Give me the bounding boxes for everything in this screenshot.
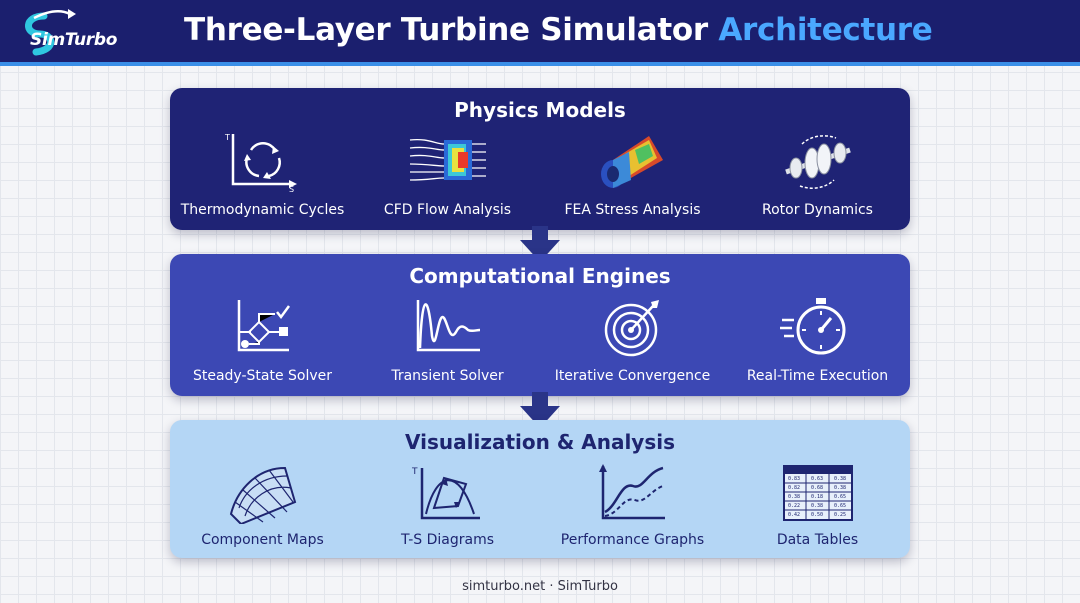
item-label: Transient Solver <box>391 368 504 384</box>
ts-diagram-icon: T <box>411 467 480 520</box>
item-transient-solver: Transient Solver <box>355 294 540 389</box>
table-cell: 0.42 <box>788 512 800 518</box>
target-icon <box>604 300 659 357</box>
item-label: Component Maps <box>201 532 324 548</box>
item-real-time-execution: Real-Time Execution <box>725 294 910 389</box>
table-cell: 0.83 <box>788 476 800 482</box>
cfd-flow-icon <box>409 138 486 181</box>
table-cell: 0.63 <box>811 476 823 482</box>
table-cell: 0.65 <box>834 503 846 509</box>
footer-credit: simturbo.net · SimTurbo <box>462 579 618 594</box>
t-axis-label: T <box>224 133 230 142</box>
item-label: T-S Diagrams <box>400 532 495 548</box>
item-label: FEA Stress Analysis <box>564 202 701 218</box>
table-cell: 0.38 <box>834 485 846 491</box>
layer-title: Physics Models <box>454 98 626 122</box>
layer-computational-engines: Computational Engines Steady-State Solve… <box>170 254 910 396</box>
item-label: Real-Time Execution <box>746 368 889 384</box>
stopwatch-icon <box>779 298 845 355</box>
down-arrow-icon <box>520 392 560 428</box>
item-thermodynamic-cycles: T S Thermodynamic Cycles <box>170 128 355 223</box>
table-cell: 0.68 <box>811 485 823 491</box>
rotor-icon <box>784 135 851 189</box>
item-label: CFD Flow Analysis <box>383 202 512 218</box>
line-graph-icon <box>598 464 665 520</box>
item-label: Steady-State Solver <box>192 368 333 384</box>
layer-physics-models: Physics Models T S Thermodynamic Cycles … <box>170 88 910 230</box>
layer-visualization-analysis: Visualization & Analysis Component Maps … <box>170 420 910 558</box>
ts-cycle-icon: T S <box>224 133 297 192</box>
table-cell: 0.65 <box>834 494 846 500</box>
table-cell: 0.50 <box>811 512 823 518</box>
item-ts-diagrams: T T-S Diagrams <box>355 460 540 555</box>
table-cell: 0.38 <box>788 494 800 500</box>
item-fea-stress-analysis: FEA Stress Analysis <box>540 128 725 223</box>
damped-wave-icon <box>416 300 480 352</box>
item-label: Iterative Convergence <box>554 368 711 384</box>
item-performance-graphs: Performance Graphs <box>540 460 725 555</box>
table-cell: 0.38 <box>811 503 823 509</box>
down-arrow-icon <box>520 226 560 262</box>
item-steady-state-solver: Steady-State Solver <box>170 294 355 389</box>
fea-stress-icon <box>600 136 663 188</box>
layer-title: Computational Engines <box>409 264 671 288</box>
item-label: Rotor Dynamics <box>762 202 873 218</box>
item-label: Performance Graphs <box>560 532 705 548</box>
t-axis-label: T <box>411 467 418 477</box>
title-main: Three-Layer Turbine Simulator <box>184 12 719 48</box>
table-cell: 0.38 <box>834 476 846 482</box>
table-icon: 0.83 0.63 0.38 0.82 0.68 0.38 0.38 0.18 … <box>782 465 853 521</box>
table-cell: 0.25 <box>834 512 846 518</box>
simturbo-logo <box>25 9 76 56</box>
mesh-map-icon <box>229 466 296 524</box>
item-iterative-convergence: Iterative Convergence <box>540 294 725 389</box>
s-axis-label: S <box>289 185 294 192</box>
table-cell: 0.22 <box>788 503 800 509</box>
item-data-tables: 0.83 0.63 0.38 0.82 0.68 0.38 0.38 0.18 … <box>725 460 910 555</box>
table-cell: 0.18 <box>811 494 823 500</box>
item-component-maps: Component Maps <box>170 460 355 555</box>
table-cell: 0.82 <box>788 485 800 491</box>
header-bar: SimTurbo Three-Layer Turbine Simulator A… <box>0 0 1080 66</box>
logo-text: SimTurbo <box>30 30 118 50</box>
item-label: Data Tables <box>776 532 859 548</box>
item-label: Thermodynamic Cycles <box>180 202 345 218</box>
item-cfd-flow-analysis: CFD Flow Analysis <box>355 128 540 223</box>
flowchart-icon <box>237 300 290 352</box>
title-accent: Architecture <box>718 12 933 48</box>
page-title: Three-Layer Turbine Simulator Architectu… <box>184 12 933 48</box>
item-rotor-dynamics: Rotor Dynamics <box>725 128 910 223</box>
layer-title: Visualization & Analysis <box>405 430 675 454</box>
